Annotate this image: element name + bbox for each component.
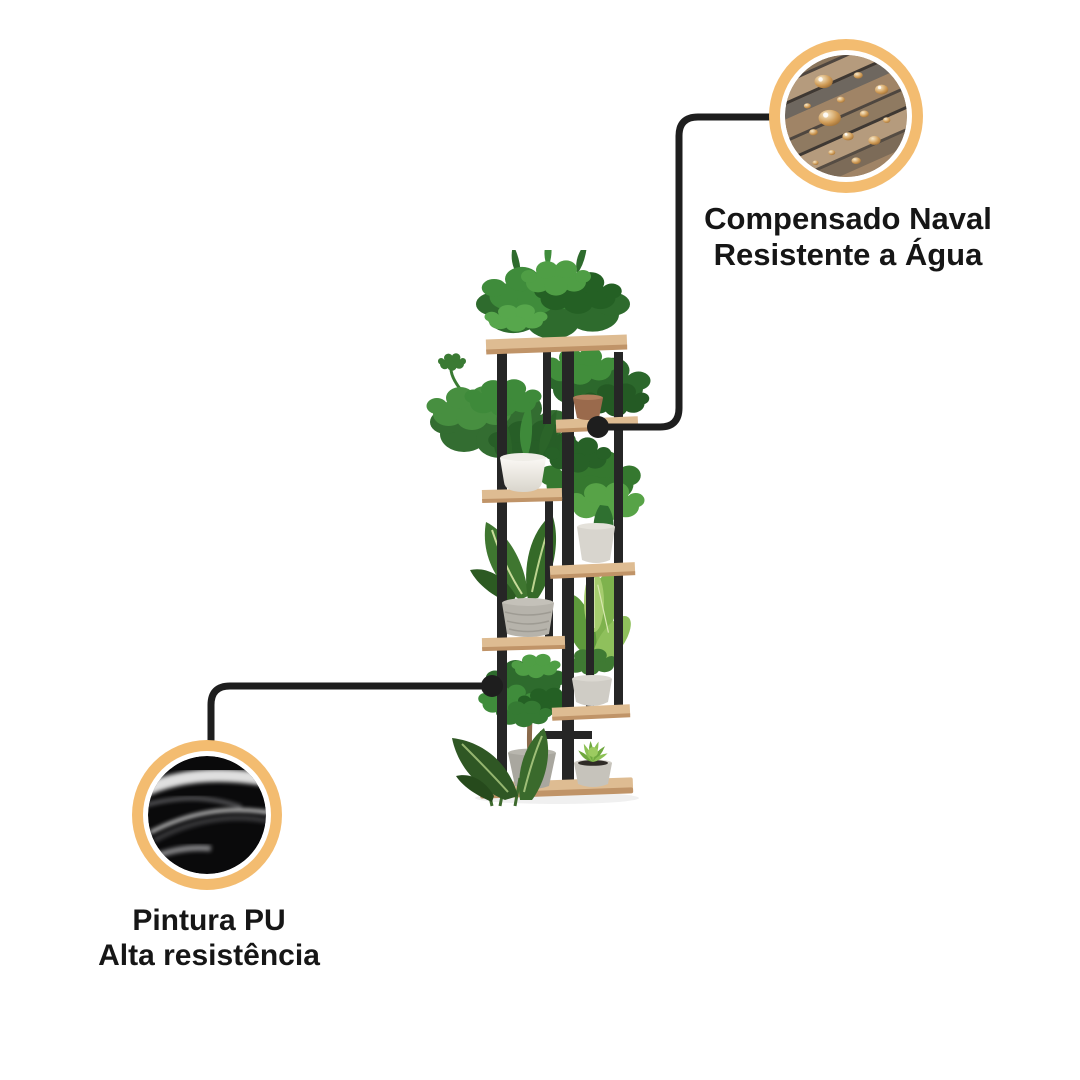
feature-badge-wood [769, 39, 923, 193]
feature-label-wood-line2: Resistente a Água [713, 237, 983, 272]
feature-label-paint: Pintura PU Alta resistência [49, 903, 369, 973]
connector-line-top [598, 113, 775, 431]
black-glossy-paint-photo [148, 756, 266, 874]
feature-badge-paint [132, 740, 282, 890]
feature-label-paint-line1: Pintura PU [132, 904, 286, 937]
feature-label-wood-line1: Compensado Naval [704, 201, 992, 236]
feature-label-wood: Compensado Naval Resistente a Água [688, 201, 1008, 273]
connector-dot-bottom [481, 675, 503, 697]
plant-foliage-front [452, 728, 609, 807]
connector-dot-top [587, 416, 609, 438]
wood-with-water-droplets-photo [785, 55, 907, 177]
plant-stand-illustration [426, 250, 651, 807]
connector-line-bottom [207, 682, 492, 742]
feature-label-paint-line2: Alta resistência [98, 939, 320, 972]
